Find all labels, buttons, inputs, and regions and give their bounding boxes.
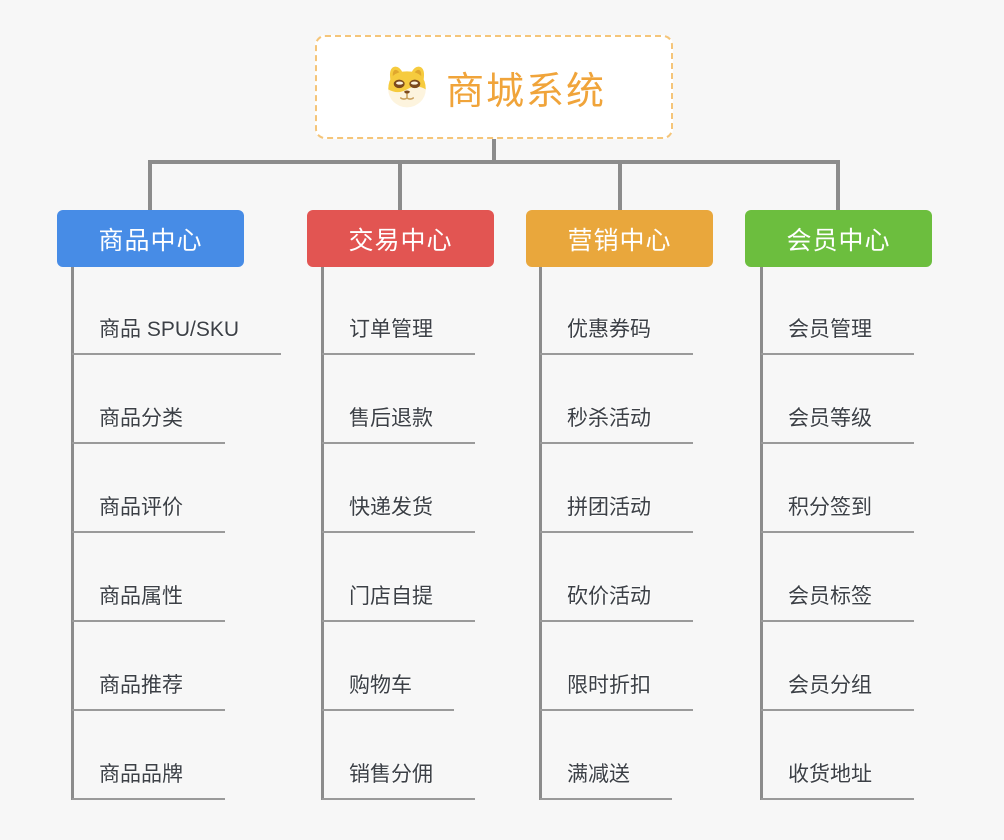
- dog-face-icon: [388, 66, 426, 108]
- leaf-node[interactable]: 购物车: [322, 671, 454, 711]
- branch-node-trade[interactable]: 交易中心: [307, 210, 494, 267]
- leaf-node[interactable]: 会员管理: [761, 315, 914, 355]
- connector-drop-marketing: [618, 160, 622, 210]
- connector-drop-products: [148, 160, 152, 210]
- leaf-node[interactable]: 积分签到: [761, 493, 914, 533]
- leaf-node[interactable]: 限时折扣: [540, 671, 693, 711]
- connector-drop-trade: [398, 160, 402, 210]
- connector-drop-members: [836, 160, 840, 210]
- leaf-node[interactable]: 收货地址: [761, 760, 914, 800]
- root-node[interactable]: 商城系统: [315, 35, 673, 139]
- connector-spine-trade: [321, 267, 324, 800]
- branch-node-members[interactable]: 会员中心: [745, 210, 932, 267]
- leaf-node[interactable]: 订单管理: [322, 315, 475, 355]
- leaf-node[interactable]: 会员标签: [761, 582, 914, 622]
- leaf-node[interactable]: 会员等级: [761, 404, 914, 444]
- leaf-node[interactable]: 拼团活动: [540, 493, 693, 533]
- leaf-node[interactable]: 商品推荐: [72, 671, 225, 711]
- leaf-node[interactable]: 商品 SPU/SKU: [72, 315, 282, 355]
- connector-root-stub: [492, 139, 496, 161]
- leaf-node[interactable]: 门店自提: [322, 582, 475, 622]
- connector-spine-members: [760, 267, 763, 800]
- leaf-node[interactable]: 商品属性: [72, 582, 225, 622]
- connector-rail: [148, 160, 840, 164]
- leaf-node[interactable]: 快递发货: [322, 493, 475, 533]
- branch-label: 会员中心: [786, 226, 891, 255]
- leaf-node[interactable]: 砍价活动: [540, 582, 693, 622]
- branch-label: 商品中心: [98, 226, 203, 255]
- leaf-node[interactable]: 售后退款: [322, 404, 475, 444]
- leaf-node[interactable]: 商品品牌: [72, 760, 225, 800]
- root-title: 商城系统: [445, 70, 606, 113]
- branch-label: 营销中心: [567, 226, 672, 255]
- leaf-node[interactable]: 商品评价: [72, 493, 225, 533]
- leaf-node[interactable]: 优惠券码: [540, 315, 693, 355]
- branch-node-products[interactable]: 商品中心: [57, 210, 244, 267]
- connector-spine-marketing: [539, 267, 542, 800]
- connector-spine-products: [71, 267, 74, 800]
- branch-label: 交易中心: [348, 226, 453, 255]
- leaf-node[interactable]: 会员分组: [761, 671, 914, 711]
- leaf-node[interactable]: 商品分类: [72, 404, 225, 444]
- leaf-node[interactable]: 销售分佣: [322, 760, 475, 800]
- leaf-node[interactable]: 秒杀活动: [540, 404, 693, 444]
- branch-node-marketing[interactable]: 营销中心: [526, 210, 713, 267]
- leaf-node[interactable]: 满减送: [540, 760, 672, 800]
